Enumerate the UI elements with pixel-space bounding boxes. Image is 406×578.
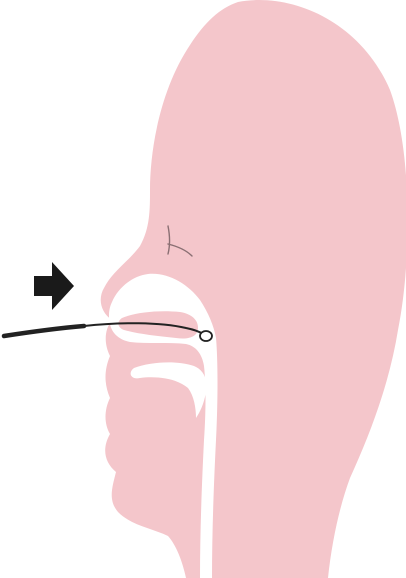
arrow-right-icon [34,262,74,310]
tube-tip [200,331,212,341]
nasal-tube [4,326,84,336]
